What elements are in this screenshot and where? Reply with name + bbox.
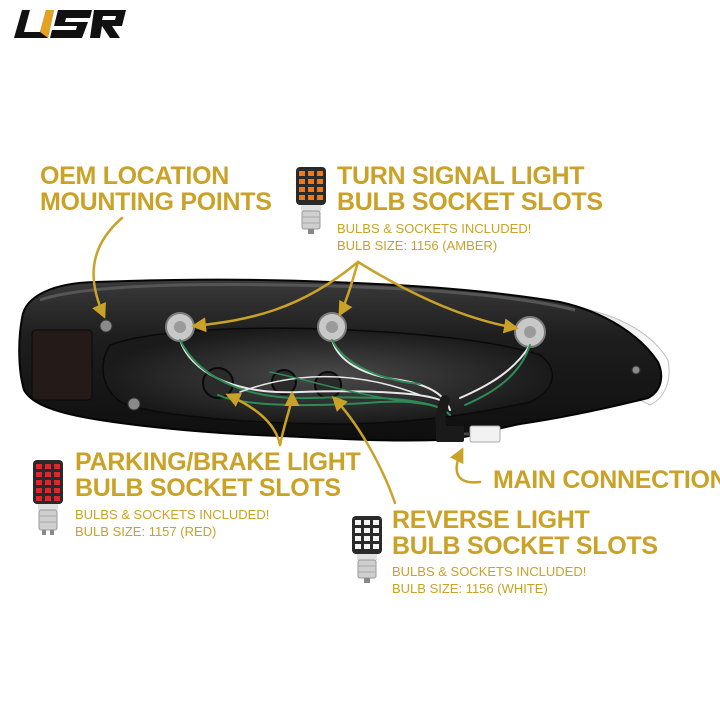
oem-title-line2: MOUNTING POINTS — [40, 188, 272, 217]
main-connection-title: MAIN CONNECTION — [493, 466, 720, 494]
reverse-title: REVERSE LIGHT BULB SOCKET SLOTS — [392, 507, 658, 560]
parking-brake-note: BULBS & SOCKETS INCLUDED! — [75, 507, 270, 522]
parking-brake-title: PARKING/BRAKE LIGHT BULB SOCKET SLOTS — [75, 449, 361, 502]
housing-rim — [39, 283, 576, 312]
reverse-details: BULBS & SOCKETS INCLUDED! BULB SIZE: 115… — [392, 563, 586, 597]
mounting-point — [99, 319, 113, 333]
reverse-title-line2: BULB SOCKET SLOTS — [392, 532, 658, 561]
reverse-bulb-size: BULB SIZE: 1156 (WHITE) — [392, 581, 548, 596]
mounting-point — [127, 397, 141, 411]
parking-brake-details: BULBS & SOCKETS INCLUDED! BULB SIZE: 115… — [75, 506, 269, 540]
turn-signal-title-line2: BULB SOCKET SLOTS — [337, 188, 603, 217]
callout-arrow — [92, 216, 519, 505]
turn-signal-socket — [514, 316, 546, 348]
red-led-bulb-icon — [33, 460, 63, 535]
turn-signal-details: BULBS & SOCKETS INCLUDED! BULB SIZE: 115… — [337, 220, 531, 254]
housing-left-flap — [31, 329, 93, 401]
oem-title-line1: OEM LOCATION — [40, 162, 229, 190]
oem-title: OEM LOCATION MOUNTING POINTS — [40, 163, 272, 216]
amber-led-bulb-icon — [296, 167, 326, 234]
turn-signal-title-line1: TURN SIGNAL LIGHT — [337, 162, 585, 190]
mounting-point — [631, 365, 641, 375]
parking-brake-title-line2: BULB SOCKET SLOTS — [75, 474, 341, 503]
turn-signal-bulb-size: BULB SIZE: 1156 (AMBER) — [337, 238, 498, 253]
turn-signal-socket — [165, 312, 195, 342]
usr-logo — [14, 10, 126, 38]
reverse-title-line1: REVERSE LIGHT — [392, 506, 590, 534]
turn-signal-socket — [317, 312, 347, 342]
parking-brake-title-line1: PARKING/BRAKE LIGHT — [75, 448, 361, 476]
main-connector — [435, 395, 501, 443]
turn-signal-title: TURN SIGNAL LIGHT BULB SOCKET SLOTS — [337, 163, 603, 216]
turn-signal-note: BULBS & SOCKETS INCLUDED! — [337, 221, 532, 236]
reverse-note: BULBS & SOCKETS INCLUDED! — [392, 564, 587, 579]
white-led-bulb-icon — [352, 516, 382, 583]
parking-brake-bulb-size: BULB SIZE: 1157 (RED) — [75, 524, 217, 539]
